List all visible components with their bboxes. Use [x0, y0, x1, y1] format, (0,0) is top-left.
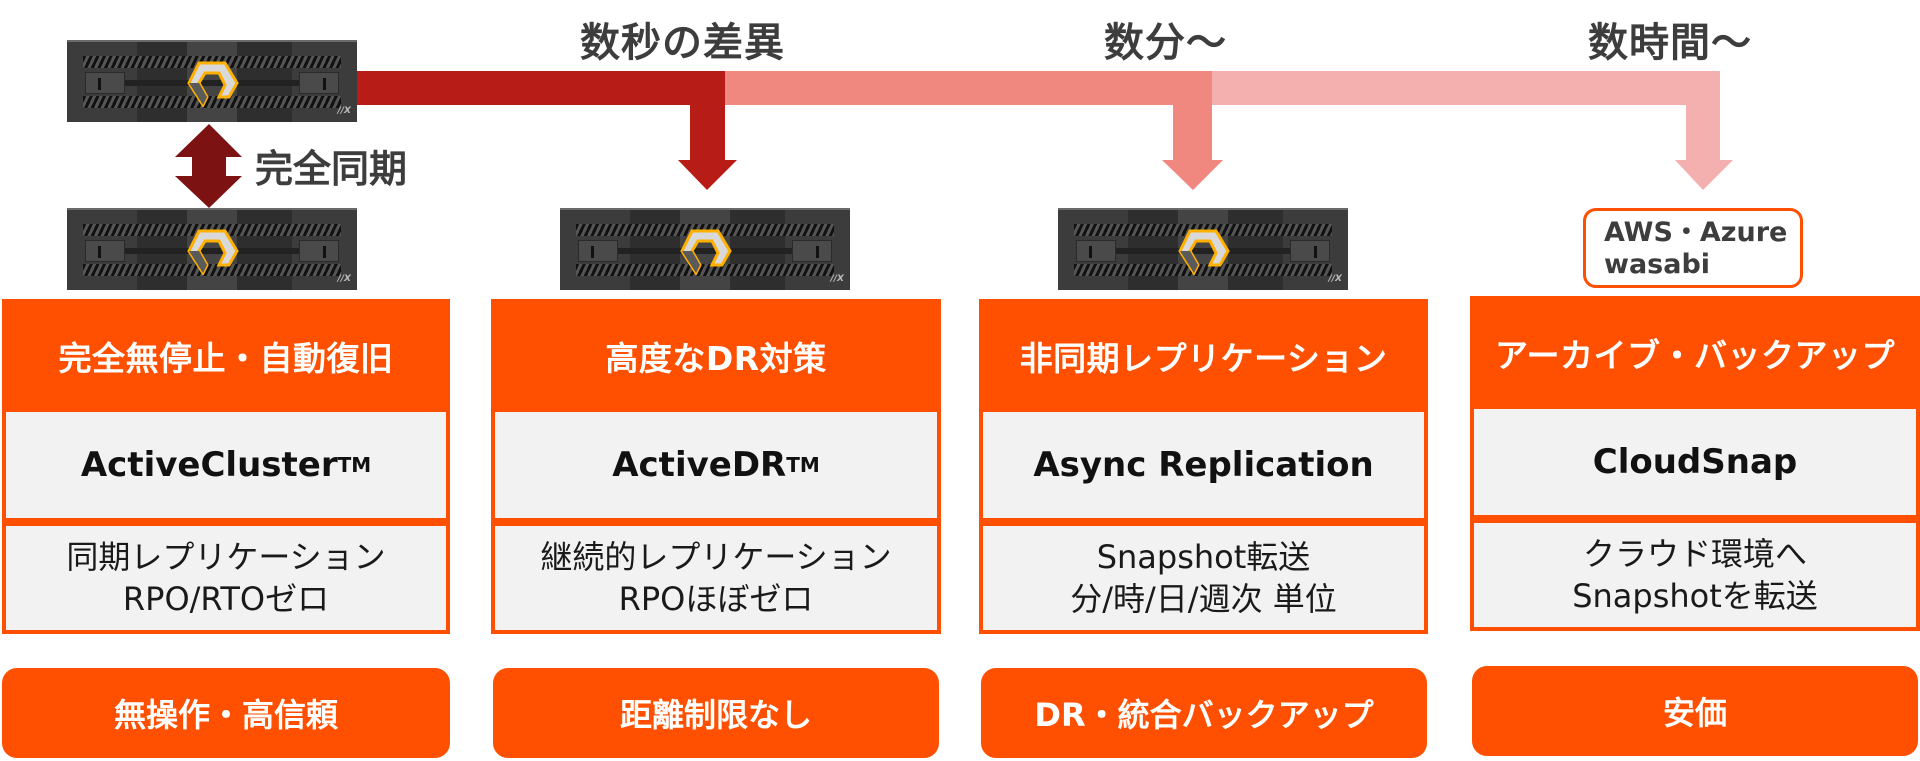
model-badge: //X	[830, 274, 844, 284]
column-header: 非同期レプリケーション	[979, 299, 1428, 412]
activedr-target-server: //X	[560, 208, 850, 290]
chassis-rail	[1116, 248, 1290, 254]
pure-storage-logo-icon	[680, 229, 732, 275]
cloud-targets-line1: AWS・Azure	[1604, 217, 1788, 248]
trademark: TM	[786, 453, 820, 477]
product-name: Async Replication	[1033, 445, 1374, 485]
description-line-2: Snapshotを転送	[1572, 577, 1818, 615]
vent-grille	[1074, 264, 1332, 276]
description-line-2: 分/時/日/週次 単位	[1070, 580, 1337, 618]
product-name: ActiveDR	[612, 445, 787, 485]
description-box: 同期レプリケーション RPO/RTOゼロ	[2, 522, 450, 634]
chassis-handle-right	[1290, 240, 1330, 262]
model-badge: //X	[337, 274, 351, 284]
benefit-pill-cloudsnap: 安価	[1472, 666, 1918, 756]
description-box: Snapshot転送 分/時/日/週次 単位	[979, 522, 1428, 634]
vent-grille	[83, 264, 341, 276]
model-badge: //X	[337, 106, 351, 116]
sync-double-arrow-icon	[175, 124, 242, 208]
model-badge: //X	[1328, 274, 1342, 284]
benefit-pill-activedr: 距離制限なし	[493, 668, 939, 758]
benefit-pill-activecluster: 無操作・高信頼	[2, 668, 450, 758]
description-box: クラウド環境へ Snapshotを転送	[1470, 519, 1920, 631]
column-header: 完全無停止・自動復旧	[2, 299, 450, 412]
product-name: ActiveCluster	[80, 445, 338, 485]
async-target-server: //X	[1058, 208, 1348, 290]
description-line-1: クラウド環境へ	[1582, 535, 1807, 573]
description-line-2: RPOほぼゼロ	[618, 580, 814, 618]
chassis-rail	[618, 248, 792, 254]
primary-array-server: //X	[67, 40, 357, 122]
chassis-handle-right	[299, 240, 339, 262]
sync-label: 完全同期	[255, 147, 408, 191]
pure-storage-logo-icon	[1178, 229, 1230, 275]
cloud-targets-box: AWS・Azure wasabi	[1583, 208, 1803, 288]
timing-label-hours: 数時間〜	[1588, 20, 1752, 66]
description-line-2: RPO/RTOゼロ	[122, 580, 330, 618]
chassis-handle-left	[85, 240, 125, 262]
chassis-rail	[125, 80, 299, 86]
flow-arrow-hours	[1212, 71, 1733, 190]
timing-label-minutes: 数分〜	[1104, 20, 1227, 66]
cloud-targets-line2: wasabi	[1604, 249, 1711, 280]
column-header: 高度なDR対策	[491, 299, 941, 412]
chassis-handle-left	[85, 72, 125, 94]
column-header: アーカイブ・バックアップ	[1470, 296, 1920, 409]
vent-grille	[83, 96, 341, 108]
description-box: 継続的レプリケーション RPOほぼゼロ	[491, 522, 941, 634]
product-name-box: CloudSnap	[1470, 409, 1920, 519]
column-cloudsnap: アーカイブ・バックアップ CloudSnap クラウド環境へ Snapshotを…	[1470, 296, 1920, 631]
chassis-handle-right	[792, 240, 832, 262]
chassis-handle-right	[299, 72, 339, 94]
timing-label-seconds: 数秒の差異	[580, 20, 785, 66]
sync-replica-server: //X	[67, 208, 357, 290]
pure-storage-logo-icon	[187, 229, 239, 275]
column-async-replication: 非同期レプリケーション Async Replication Snapshot転送…	[979, 299, 1428, 634]
benefit-pill-async: DR・統合バックアップ	[981, 668, 1427, 758]
trademark: TM	[337, 453, 372, 477]
product-name: CloudSnap	[1592, 442, 1798, 482]
flow-arrow-seconds	[355, 71, 737, 190]
vent-grille	[576, 264, 834, 276]
product-name-box: Async Replication	[979, 412, 1428, 522]
chassis-rail	[125, 248, 299, 254]
chassis-handle-left	[578, 240, 618, 262]
pure-storage-logo-icon	[187, 61, 239, 107]
chassis-handle-left	[1076, 240, 1116, 262]
replication-flow-arrows	[175, 71, 1733, 208]
description-line-1: 同期レプリケーション	[66, 538, 386, 576]
description-line-1: 継続的レプリケーション	[540, 538, 892, 576]
flow-arrow-minutes	[725, 71, 1223, 190]
description-line-1: Snapshot転送	[1096, 538, 1311, 576]
